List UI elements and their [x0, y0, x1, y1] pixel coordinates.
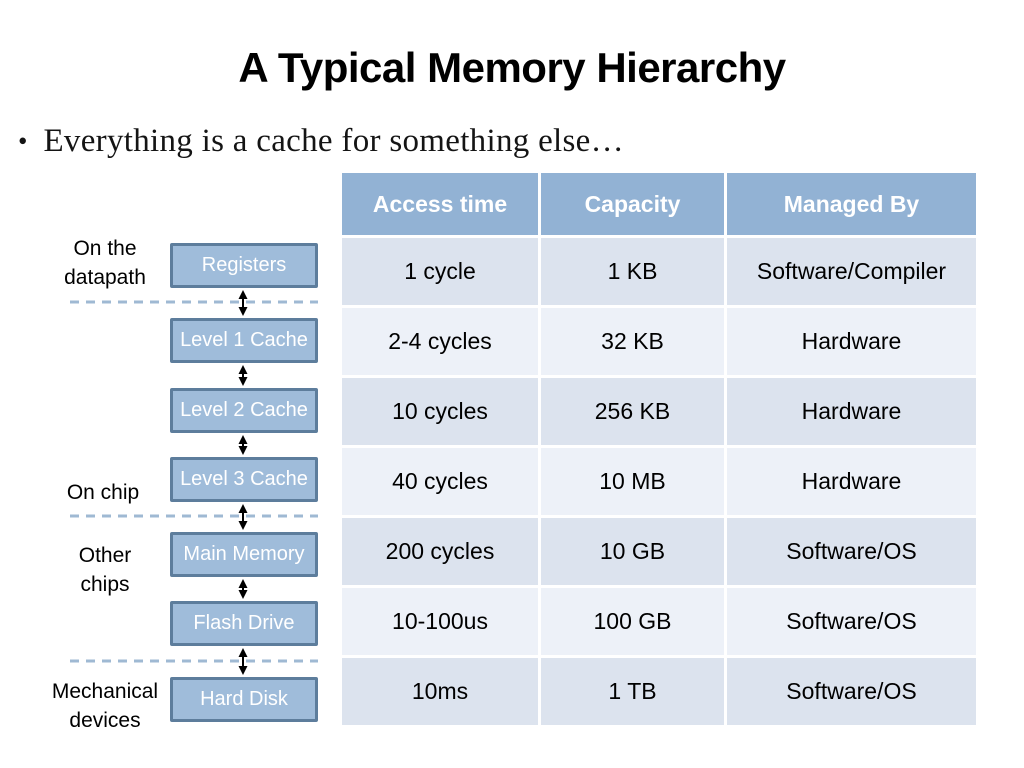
memory-table: Access time Capacity Managed By 1 cycle … — [342, 173, 976, 725]
cell-flash-access: 10-100us — [342, 588, 538, 655]
bullet-icon: • — [18, 126, 28, 156]
box-level3-cache: Level 3 Cache — [170, 457, 318, 502]
cell-l3-access: 40 cycles — [342, 448, 538, 515]
cell-l1-access: 2-4 cycles — [342, 308, 538, 375]
box-hard-disk: Hard Disk — [170, 677, 318, 722]
cell-l3-managed: Hardware — [727, 448, 976, 515]
group-label-other-chips: Other chips — [78, 544, 132, 596]
box-flash-drive: Flash Drive — [170, 601, 318, 646]
page-title: A Typical Memory Hierarchy — [238, 44, 786, 91]
cell-registers-managed: Software/Compiler — [727, 238, 976, 305]
box-level1-cache: Level 1 Cache — [170, 318, 318, 363]
box-registers: Registers — [170, 243, 318, 288]
cell-l3-capacity: 10 MB — [541, 448, 724, 515]
cell-registers-access: 1 cycle — [342, 238, 538, 305]
cell-flash-managed: Software/OS — [727, 588, 976, 655]
column-header-access-time: Access time — [342, 173, 538, 235]
cell-mainmemory-access: 200 cycles — [342, 518, 538, 585]
cell-l2-capacity: 256 KB — [541, 378, 724, 445]
box-level2-cache: Level 2 Cache — [170, 388, 318, 433]
cell-harddisk-capacity: 1 TB — [541, 658, 724, 725]
cell-registers-capacity: 1 KB — [541, 238, 724, 305]
cell-flash-capacity: 100 GB — [541, 588, 724, 655]
cell-harddisk-managed: Software/OS — [727, 658, 976, 725]
cell-l2-access: 10 cycles — [342, 378, 538, 445]
column-header-managed-by: Managed By — [727, 173, 976, 235]
bullet-item: • Everything is a cache for something el… — [18, 120, 624, 163]
diagram-connectors — [70, 290, 318, 675]
cell-l2-managed: Hardware — [727, 378, 976, 445]
column-header-capacity: Capacity — [541, 173, 724, 235]
cell-mainmemory-capacity: 10 GB — [541, 518, 724, 585]
group-label-on-chip: On chip — [66, 481, 140, 504]
bullet-text: Everything is a cache for something else… — [43, 123, 624, 159]
cell-l1-capacity: 32 KB — [541, 308, 724, 375]
cell-harddisk-access: 10ms — [342, 658, 538, 725]
group-label-mechanical-devices: Mechanical devices — [51, 680, 159, 732]
group-label-on-the-datapath: On the datapath — [64, 237, 146, 289]
cell-mainmemory-managed: Software/OS — [727, 518, 976, 585]
cell-l1-managed: Hardware — [727, 308, 976, 375]
box-main-memory: Main Memory — [170, 532, 318, 577]
